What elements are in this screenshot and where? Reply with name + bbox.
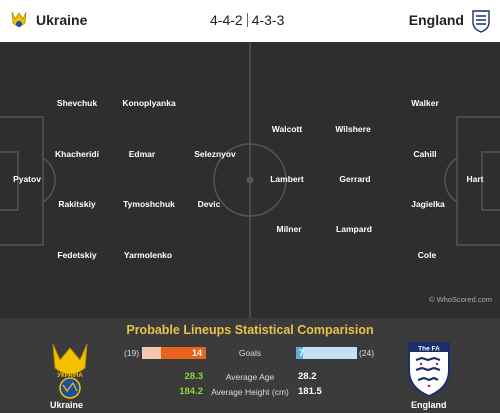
home-team-name[interactable]: Ukraine: [36, 12, 88, 28]
player-home[interactable]: Yarmolenko: [123, 250, 173, 260]
player-away[interactable]: Walker: [411, 98, 439, 108]
player-home[interactable]: Seleznyov: [194, 149, 236, 159]
away-team-label: England: [411, 400, 447, 410]
player-away[interactable]: Milner: [276, 224, 302, 234]
away-team-name[interactable]: England: [408, 12, 464, 28]
england-crest-icon: [472, 10, 490, 33]
away-average-age: 28.2: [298, 371, 317, 382]
player-away[interactable]: Walcott: [271, 124, 303, 134]
away-average-height: 181.5: [298, 386, 322, 397]
player-home[interactable]: Edmar: [128, 149, 156, 159]
player-away[interactable]: Gerrard: [339, 174, 371, 184]
player-home[interactable]: Rakitskiy: [58, 199, 96, 209]
away-goals-bar: 7: [296, 347, 357, 359]
player-home[interactable]: Shevchuk: [56, 98, 98, 108]
player-home[interactable]: Khacheridi: [55, 149, 99, 159]
player-home[interactable]: Konoplyanka: [122, 98, 176, 108]
ukraine-crest-icon: УКРАЇНА: [52, 343, 88, 399]
england-crest-icon: The FA: [408, 342, 450, 398]
whoscored-watermark: © WhoScored.com: [428, 295, 492, 304]
comparison-title: Probable Lineups Statistical Comparision: [126, 323, 374, 337]
pitch: Shevchuk Konoplyanka Khacheridi Edmar Se…: [0, 42, 500, 318]
home-team-label: Ukraine: [50, 400, 84, 410]
home-goals-value: 14: [191, 348, 202, 358]
home-formation: 4-4-2: [210, 12, 243, 28]
ukraine-crest-text: УКРАЇНА: [57, 372, 83, 379]
away-goals-bar-fill: [296, 347, 304, 359]
player-away[interactable]: Cole: [417, 250, 437, 260]
formations: 4-4-2 4-3-3: [210, 12, 284, 28]
away-goals-rank: (24): [359, 348, 375, 358]
goals-label: Goals: [238, 348, 262, 358]
average-height-label: Average Height (cm): [211, 387, 289, 397]
player-away[interactable]: Cahill: [413, 149, 437, 159]
away-goals-value: 7: [299, 348, 305, 358]
england-crest-text: The FA: [418, 346, 440, 353]
home-goals-rank: (19): [124, 348, 140, 358]
home-average-age: 28.3: [184, 371, 204, 382]
player-home[interactable]: Pyatov: [13, 174, 41, 184]
player-away[interactable]: Jagielka: [411, 199, 445, 209]
player-away[interactable]: Hart: [466, 174, 484, 184]
stats-comparison-panel: Probable Lineups Statistical Comparision…: [0, 318, 500, 413]
pitch-lines: [0, 42, 500, 318]
home-average-height: 184.2: [179, 386, 203, 397]
player-home[interactable]: Fedetskiy: [57, 250, 97, 260]
home-goals-bar: 14: [142, 347, 206, 359]
ukraine-crest-icon: [11, 11, 27, 27]
match-header: Ukraine 4-4-2 4-3-3 England: [0, 0, 500, 42]
average-age-label: Average Age: [225, 372, 275, 382]
player-away[interactable]: Lampard: [336, 224, 372, 234]
home-goals-bar-fill: [161, 347, 206, 359]
player-away[interactable]: Lambert: [270, 174, 304, 184]
player-home[interactable]: Tymoshchuk: [123, 199, 175, 209]
formation-divider: [246, 13, 248, 27]
player-away[interactable]: Wilshere: [335, 124, 371, 134]
player-home[interactable]: Devic: [197, 199, 221, 209]
away-formation: 4-3-3: [251, 12, 285, 28]
